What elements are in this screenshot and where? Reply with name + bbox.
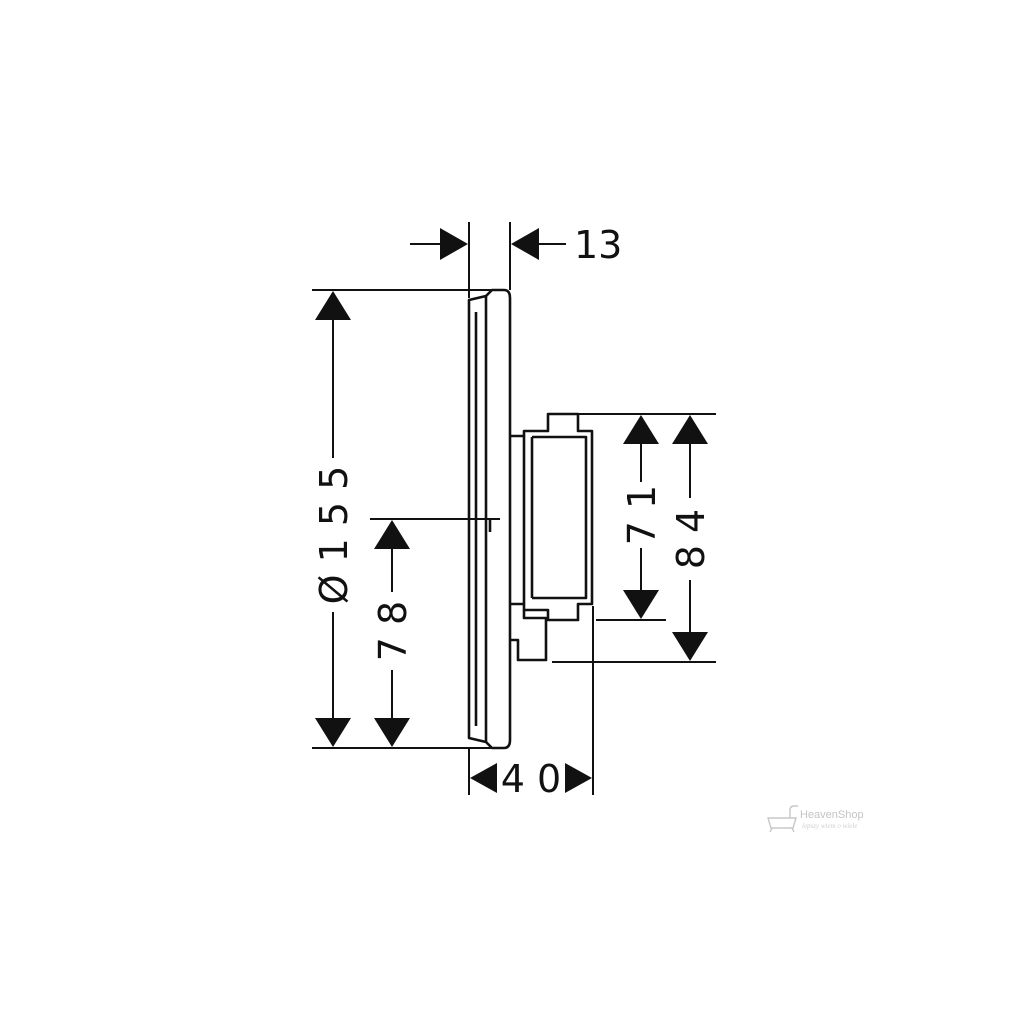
extension-lines [312,222,716,795]
arrow-13-left [440,228,468,260]
watermark: HeavenShop lepszy wiem o wiele [767,805,864,833]
arrow-71-top [623,415,659,444]
arrowheads [315,228,708,793]
arrow-84-bottom [672,632,708,661]
dimension-lines [332,243,691,720]
valve-lower-stem [510,610,548,662]
arrow-40-left [470,763,497,793]
label-diameter-155: Ø 1 5 5 [312,466,356,605]
cover-plate-front [467,288,512,750]
label-40: 4 0 [501,757,561,801]
label-71: 7 1 [620,485,664,545]
label-84: 8 4 [669,509,713,569]
arrow-40-right [565,763,592,793]
arrow-71-bottom [623,590,659,619]
arrow-78-top [374,520,410,549]
valve-body [510,412,594,622]
arrow-78-bottom [374,718,410,747]
arrow-84-top [672,415,708,444]
watermark-brand: HeavenShop [800,809,864,821]
watermark-tagline: lepszy wiem o wiele [802,822,857,830]
label-78: 7 8 [371,601,415,661]
arrow-13-right [511,228,539,260]
arrow-155-top [315,291,351,320]
bathtub-icon [767,805,798,833]
valve-body-detail [522,435,588,604]
arrow-155-bottom [315,718,351,747]
label-13: 13 [574,223,622,267]
